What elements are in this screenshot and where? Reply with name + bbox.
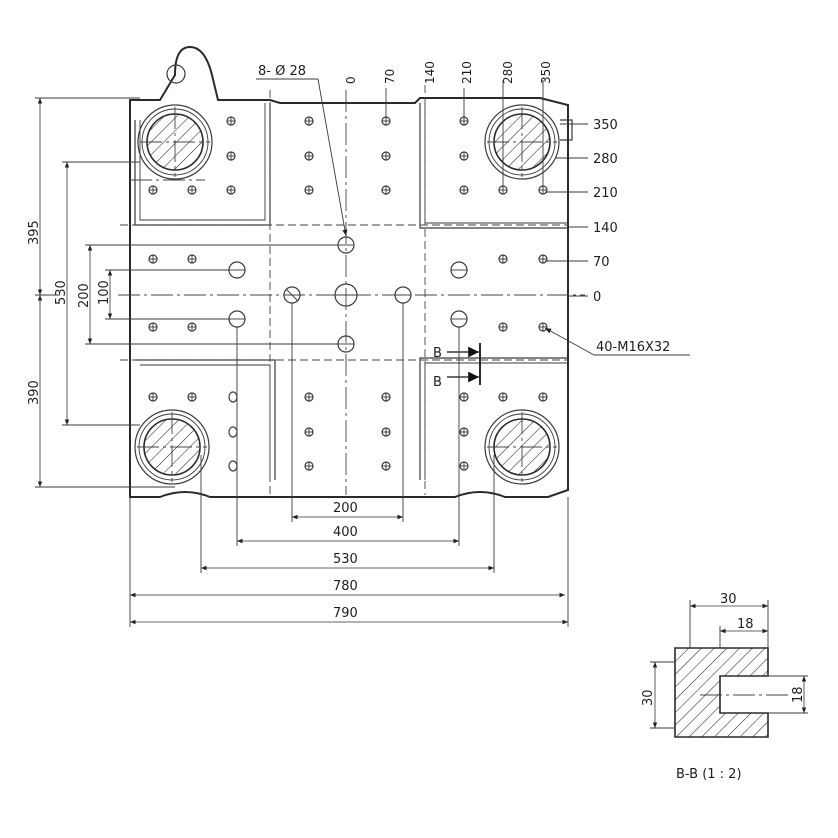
dia28-hole bbox=[394, 286, 412, 304]
tapped-hole bbox=[538, 322, 548, 332]
hole-callout: 8- Ø 28 bbox=[258, 64, 306, 79]
bottom-dimensions: 200 400 530 780 790 bbox=[129, 303, 569, 627]
tapped-hole bbox=[459, 185, 469, 195]
dim-200: 200 bbox=[77, 283, 92, 308]
tapped-hole bbox=[304, 151, 314, 161]
tie-bar-top-right bbox=[484, 104, 560, 180]
scale-label: 280 bbox=[593, 152, 618, 167]
tapped-hole bbox=[538, 392, 548, 402]
dim-400: 400 bbox=[333, 525, 358, 540]
section-dim-30h: 30 bbox=[641, 689, 656, 706]
scale-label: 280 bbox=[501, 61, 515, 84]
tie-bar-top-left bbox=[137, 104, 213, 180]
dim-530: 530 bbox=[54, 280, 69, 305]
section-markers: B B bbox=[433, 343, 481, 390]
tapped-hole bbox=[226, 151, 236, 161]
tapped-hole bbox=[187, 254, 197, 264]
tapped-hole bbox=[304, 116, 314, 126]
dim-200-bottom: 200 bbox=[333, 501, 358, 516]
tapped-hole bbox=[226, 185, 236, 195]
tapped-holes bbox=[148, 116, 548, 471]
scale-label: 210 bbox=[460, 61, 474, 84]
tapped-hole bbox=[381, 185, 391, 195]
dim-780: 780 bbox=[333, 579, 358, 594]
tapped-hole bbox=[498, 392, 508, 402]
tapped-hole bbox=[498, 254, 508, 264]
tapped-hole bbox=[459, 392, 469, 402]
dia28-hole bbox=[450, 261, 468, 279]
tapped-hole bbox=[538, 254, 548, 264]
tapped-hole bbox=[304, 392, 314, 402]
section-dim-30w: 30 bbox=[720, 592, 737, 607]
dim-100: 100 bbox=[97, 280, 112, 305]
tapped-hole bbox=[148, 392, 158, 402]
dia28-hole bbox=[228, 261, 246, 279]
right-scale: 350 280 210 140 70 0 bbox=[545, 118, 618, 305]
left-dimensions: 395 390 530 200 100 bbox=[27, 97, 338, 488]
top-scale: 0 70 140 210 280 350 bbox=[344, 61, 553, 190]
tie-bar-bottom-left bbox=[134, 409, 210, 485]
scale-label: 350 bbox=[593, 118, 618, 133]
section-detail: 30 18 30 18 B-B (1 : 2) bbox=[641, 592, 808, 782]
tapped-hole bbox=[381, 392, 391, 402]
scale-label: 140 bbox=[423, 61, 437, 84]
tie-bar-bottom-right bbox=[484, 409, 560, 485]
section-label: B bbox=[433, 346, 442, 361]
dim-530-bottom: 530 bbox=[333, 552, 358, 567]
tapped-hole bbox=[498, 322, 508, 332]
tapped-hole bbox=[148, 322, 158, 332]
scale-label: 0 bbox=[344, 76, 358, 84]
tapped-hole bbox=[459, 427, 469, 437]
scale-label: 0 bbox=[593, 290, 601, 305]
section-label: B bbox=[433, 375, 442, 390]
tap-callout: 40-M16X32 bbox=[596, 340, 670, 355]
tapped-hole bbox=[304, 185, 314, 195]
dim-390: 390 bbox=[27, 380, 42, 405]
scale-label: 70 bbox=[593, 255, 610, 270]
scale-label: 350 bbox=[539, 61, 553, 84]
tapped-hole bbox=[187, 322, 197, 332]
dia28-hole bbox=[228, 310, 246, 328]
dim-395: 395 bbox=[27, 220, 42, 245]
tapped-hole bbox=[187, 185, 197, 195]
section-title: B-B (1 : 2) bbox=[676, 767, 742, 782]
scale-label: 140 bbox=[593, 221, 618, 236]
tie-bar-bores bbox=[134, 104, 560, 485]
tapped-hole bbox=[304, 427, 314, 437]
section-dim-18h: 18 bbox=[791, 686, 806, 703]
tapped-hole bbox=[304, 461, 314, 471]
dia28-hole bbox=[450, 310, 468, 328]
tapped-hole bbox=[226, 116, 236, 126]
tapped-hole bbox=[381, 151, 391, 161]
tapped-hole bbox=[459, 461, 469, 471]
dim-790: 790 bbox=[333, 606, 358, 621]
scale-label: 70 bbox=[383, 69, 397, 84]
tapped-hole bbox=[381, 427, 391, 437]
tapped-hole bbox=[187, 392, 197, 402]
tapped-hole bbox=[148, 185, 158, 195]
large-holes bbox=[228, 236, 468, 472]
tapped-hole bbox=[459, 151, 469, 161]
scale-label: 210 bbox=[593, 186, 618, 201]
callouts: 8- Ø 28 40-M16X32 bbox=[256, 64, 690, 356]
tapped-hole bbox=[381, 461, 391, 471]
tapped-hole bbox=[148, 254, 158, 264]
platen-outline bbox=[129, 45, 573, 498]
section-dim-18w: 18 bbox=[737, 617, 754, 632]
